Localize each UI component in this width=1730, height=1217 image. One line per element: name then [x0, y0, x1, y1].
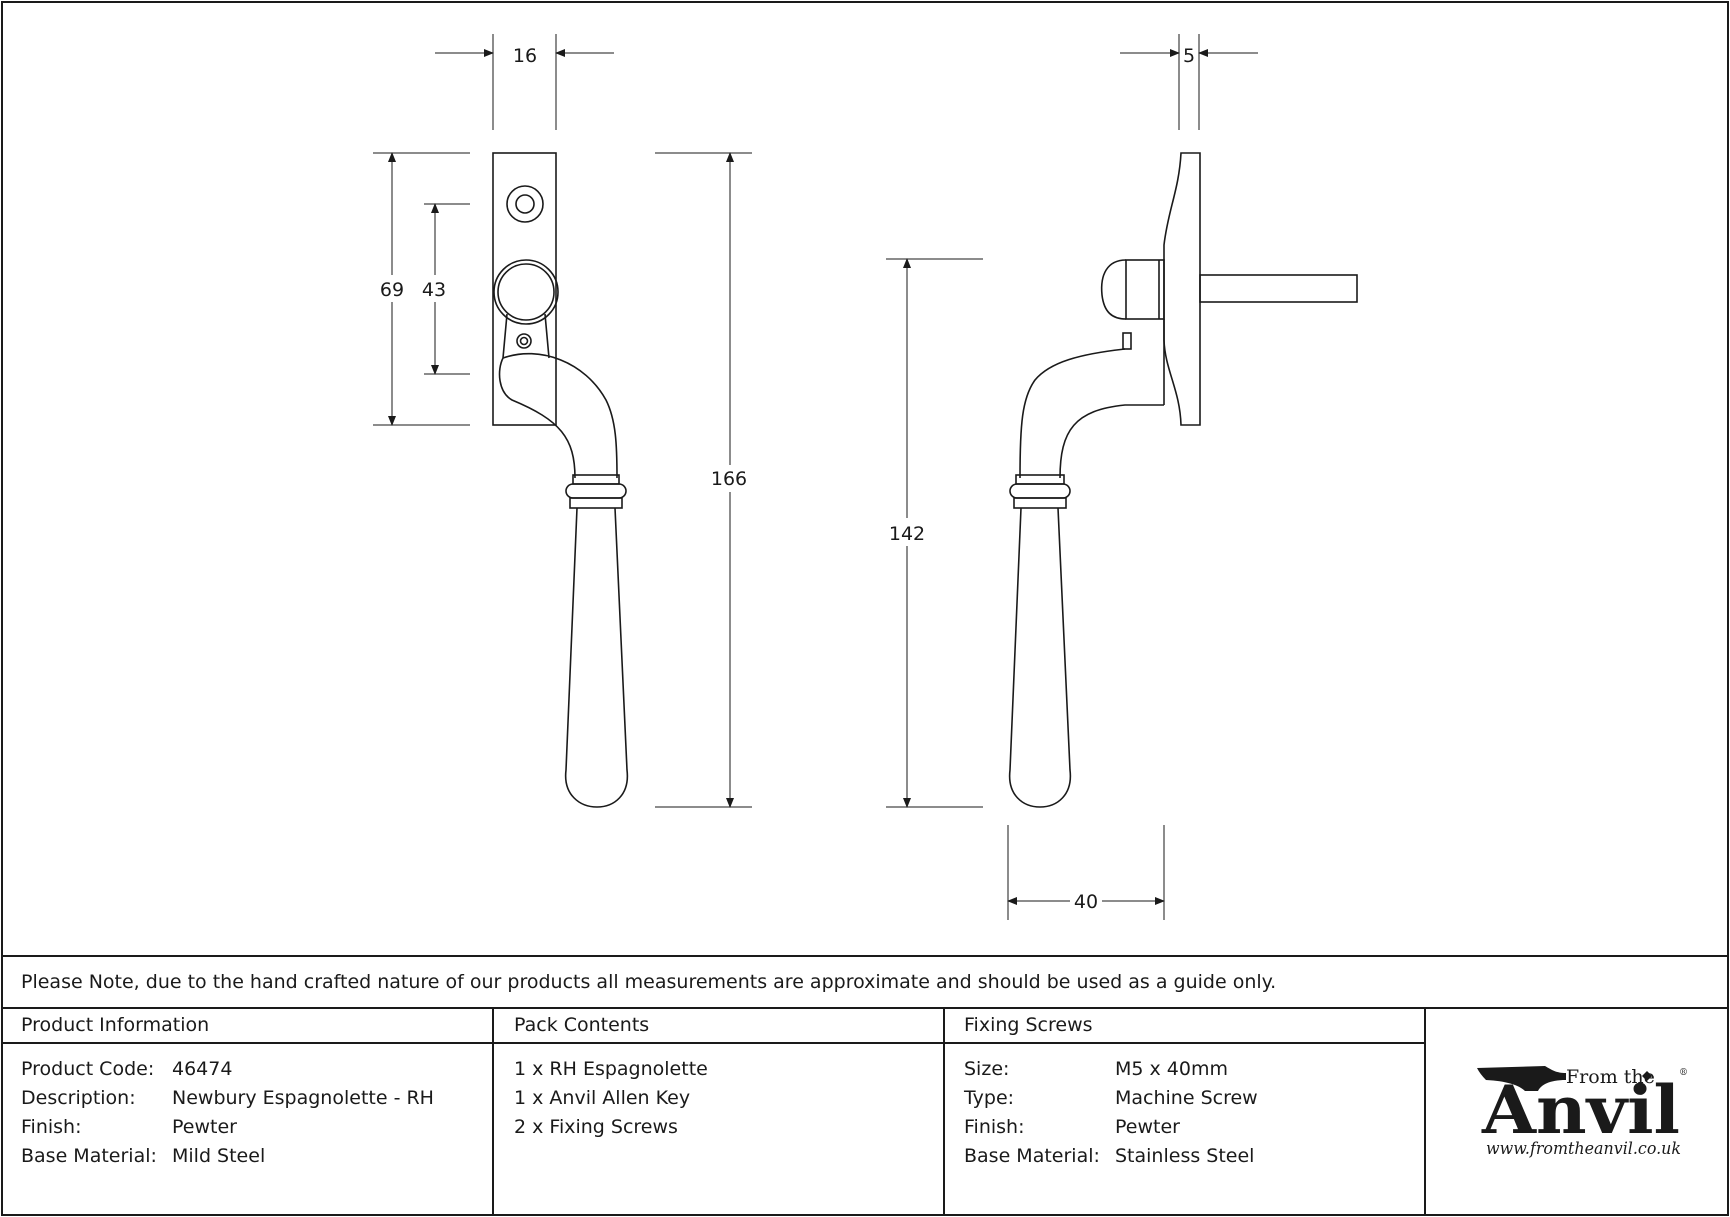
screw-type-value: Machine Screw — [1115, 1087, 1258, 1109]
screw-finish-value: Pewter — [1115, 1116, 1180, 1138]
logo-from-the: From the — [1566, 1066, 1655, 1088]
side-stem-stub — [1122, 332, 1132, 350]
screw-material-label: Base Material: — [964, 1145, 1100, 1167]
front-small-screw — [516, 333, 532, 349]
diamond-icon — [1642, 1071, 1652, 1081]
side-arm-outer — [1019, 348, 1126, 479]
screw-size-label: Size: — [964, 1058, 1010, 1080]
dim-overall-height: 166 — [711, 468, 747, 490]
screw-material-value: Stainless Steel — [1115, 1145, 1255, 1167]
fixing-screws-heading: Fixing Screws — [964, 1014, 1093, 1036]
logo-brand: Anvil — [1481, 1071, 1680, 1149]
screw-finish-label: Finish: — [964, 1116, 1025, 1138]
side-collar-bottom — [1013, 497, 1067, 509]
screw-type-label: Type: — [964, 1087, 1015, 1109]
base-material-value: Mild Steel — [172, 1145, 266, 1167]
front-crank-outer — [498, 357, 576, 479]
base-material-label: Base Material: — [21, 1145, 157, 1167]
front-spindle-boss-inner — [497, 263, 555, 321]
front-grip — [564, 507, 629, 808]
front-collar-top — [572, 474, 620, 485]
logo-registered-mark: ® — [1679, 1068, 1688, 1078]
front-top-screw-hole-inner — [515, 194, 535, 214]
dim-side-height: 142 — [889, 523, 925, 545]
description-value: Newbury Espagnolette - RH — [172, 1087, 434, 1109]
product-code-value: 46474 — [172, 1058, 233, 1080]
pack-item: 1 x RH Espagnolette — [514, 1058, 708, 1080]
front-neck — [502, 313, 550, 359]
side-collar-top — [1015, 474, 1065, 485]
side-boss — [1125, 259, 1165, 320]
side-spindle — [1199, 274, 1358, 303]
front-top-screw-hole — [506, 185, 544, 223]
side-arm-inner — [1059, 404, 1164, 479]
dim-backplate-height: 69 — [380, 279, 404, 301]
dim-plate-depth: 5 — [1183, 45, 1195, 67]
pack-contents-heading: Pack Contents — [514, 1014, 650, 1036]
from-the-anvil-logo: From the ® Anvil www.fromtheanvil.co.uk — [1477, 1066, 1688, 1159]
pack-item: 2 x Fixing Screws — [514, 1116, 678, 1138]
logo-url: www.fromtheanvil.co.uk — [1486, 1139, 1681, 1159]
side-boss-dome — [1100, 259, 1127, 320]
front-spindle-boss — [493, 259, 559, 325]
pack-item: 1 x Anvil Allen Key — [514, 1087, 691, 1109]
front-small-screw-inner — [519, 336, 529, 346]
anvil-icon — [1477, 1066, 1566, 1091]
dim-projection: 40 — [1074, 891, 1098, 913]
measurement-note: Please Note, due to the hand crafted nat… — [21, 971, 1277, 993]
front-collar-middle — [565, 483, 627, 499]
screw-size-value: M5 x 40mm — [1115, 1058, 1228, 1080]
finish-label: Finish: — [21, 1116, 82, 1138]
description-label: Description: — [21, 1087, 136, 1109]
side-backplate — [1163, 152, 1201, 426]
front-backplate — [492, 152, 557, 426]
dim-front-width: 16 — [513, 45, 537, 67]
side-collar-middle — [1009, 483, 1071, 499]
finish-value: Pewter — [172, 1116, 237, 1138]
product-info-heading: Product Information — [21, 1014, 210, 1036]
front-crank-inner — [502, 352, 618, 479]
side-grip — [1008, 507, 1072, 808]
side-view: 5 142 40 — [886, 34, 1358, 920]
product-code-label: Product Code: — [21, 1058, 155, 1080]
front-collar-bottom — [569, 497, 623, 509]
front-view: 16 69 43 166 — [373, 34, 752, 808]
dim-hole-spacing: 43 — [422, 279, 446, 301]
